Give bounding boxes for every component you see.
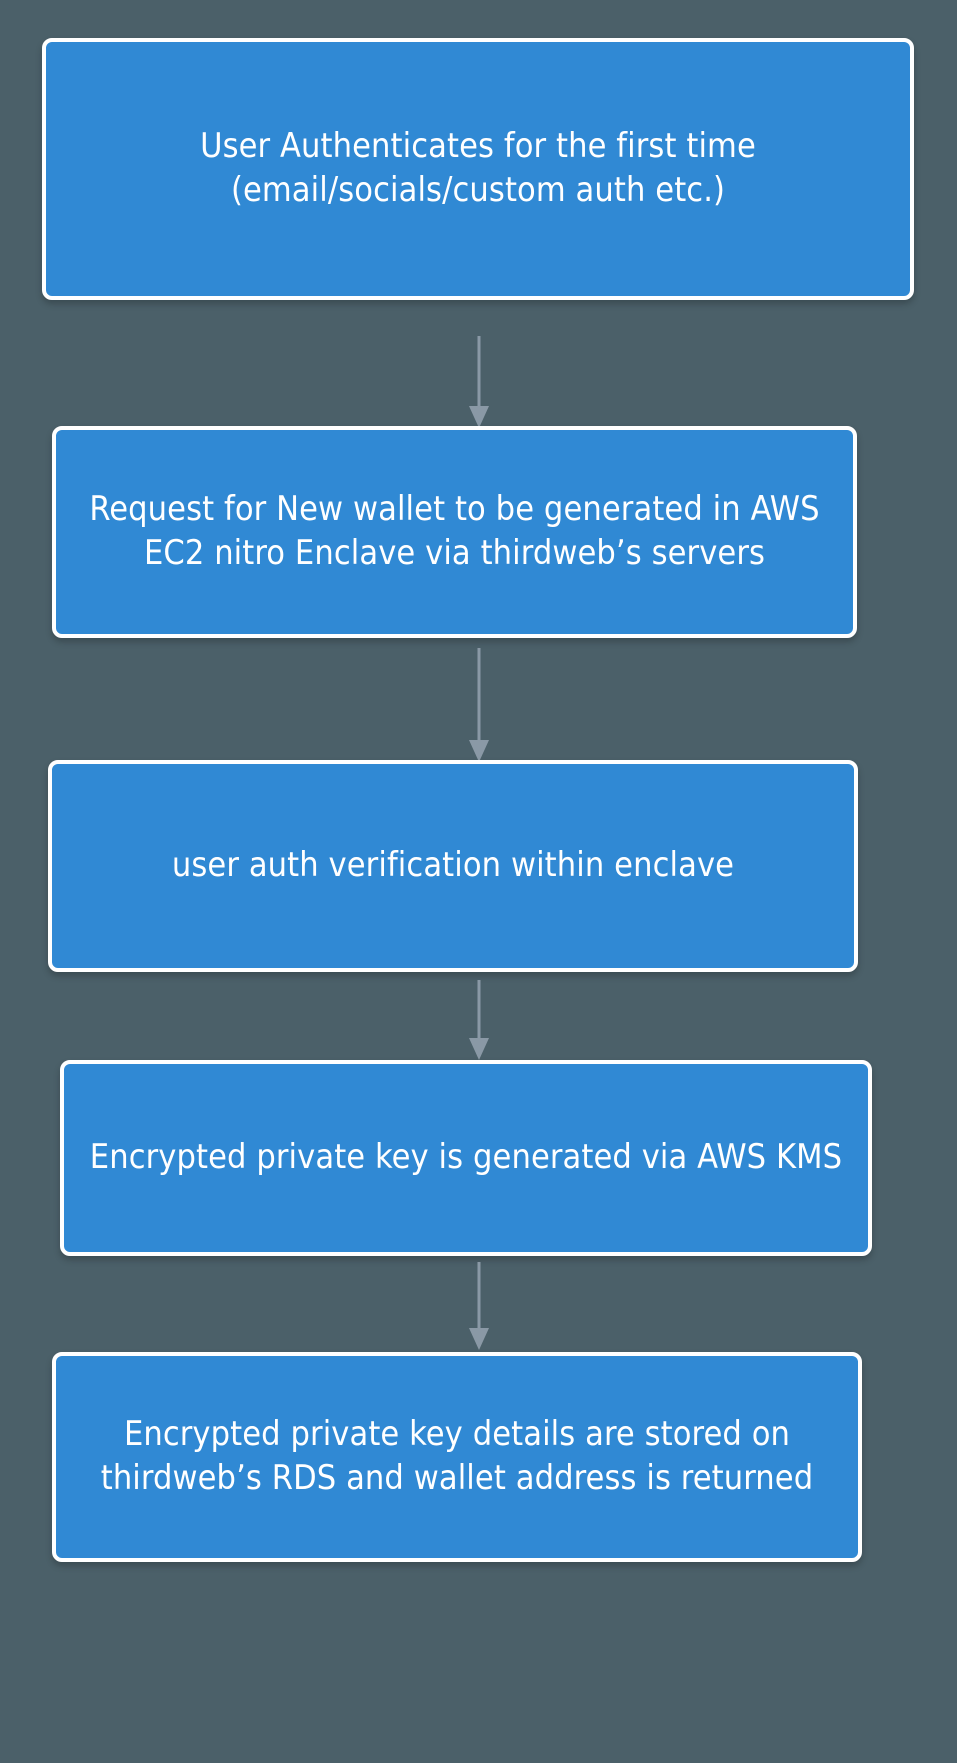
flow-node-label: Encrypted private key details are stored… — [100, 1414, 814, 1498]
flow-node-user-auth-verification[interactable]: user auth verification within enclave — [48, 760, 858, 972]
flow-node-label: user auth verification within enclave — [171, 845, 735, 886]
flow-node-label: User Authenticates for the first time (e… — [200, 126, 756, 210]
flow-arrow-node3-to-node4 — [462, 980, 496, 1064]
flow-node-request-new-wallet[interactable]: Request for New wallet to be generated i… — [52, 426, 857, 638]
flow-node-label: Encrypted private key is generated via A… — [89, 1137, 843, 1178]
flow-node-label: Request for New wallet to be generated i… — [89, 489, 820, 573]
flow-node-user-authenticates[interactable]: User Authenticates for the first time (e… — [42, 38, 914, 300]
flow-arrow-node4-to-node5 — [462, 1262, 496, 1354]
flow-arrow-node2-to-node3 — [462, 648, 496, 766]
flow-node-encrypted-private-key-generated[interactable]: Encrypted private key is generated via A… — [60, 1060, 872, 1256]
flow-arrow-node1-to-node2 — [462, 336, 496, 432]
flow-node-encrypted-key-details-stored[interactable]: Encrypted private key details are stored… — [52, 1352, 862, 1562]
